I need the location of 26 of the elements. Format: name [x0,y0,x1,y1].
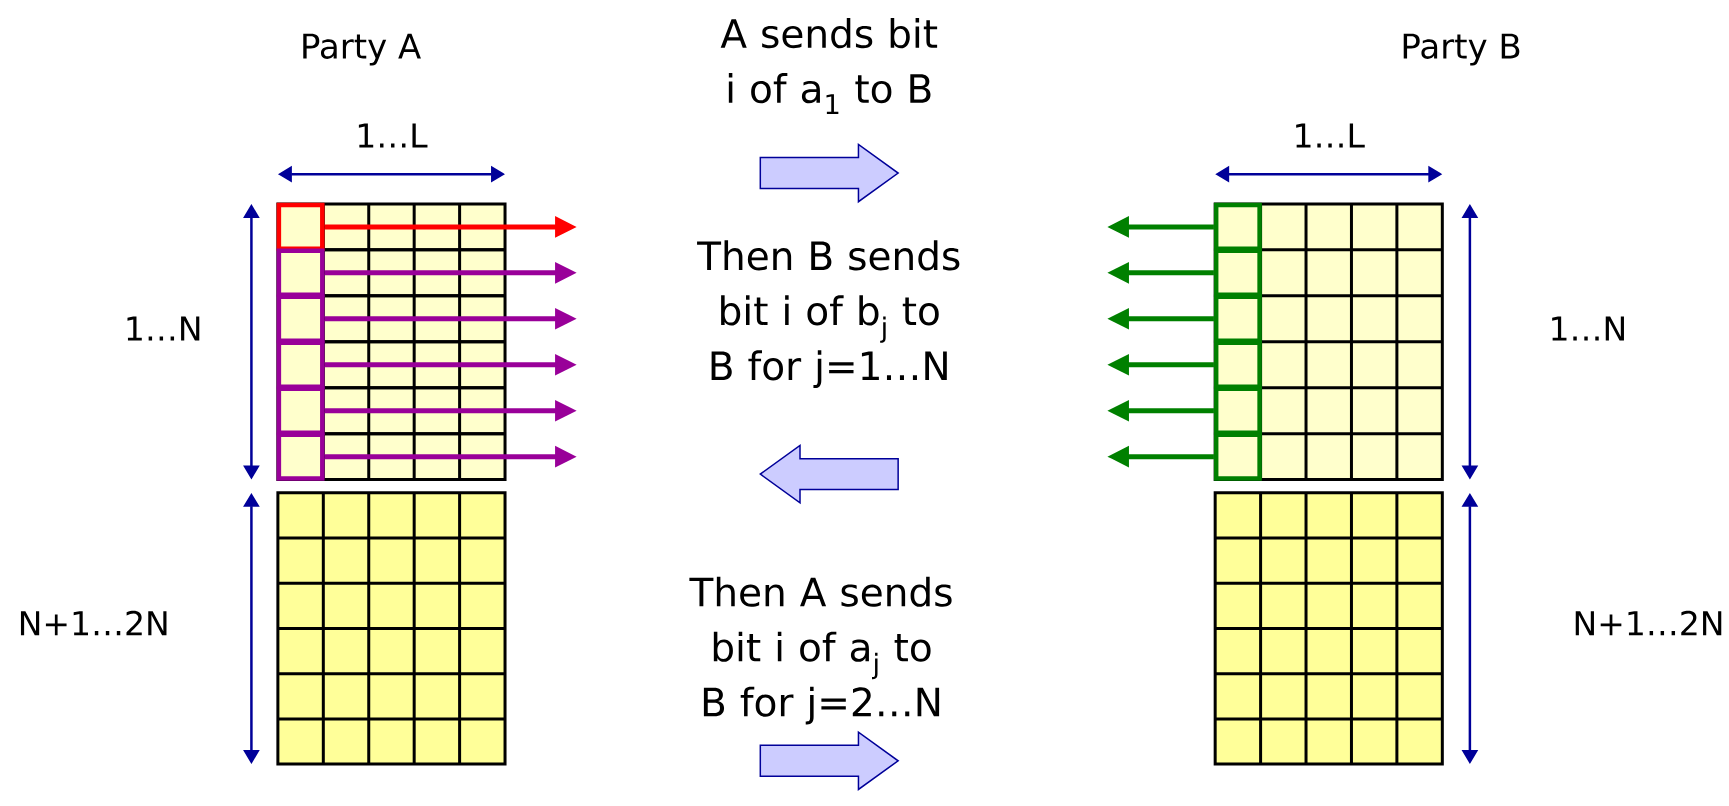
dimension-label: 1…N [1552,316,1624,341]
dimension-label: 1…L [358,123,428,148]
highlighted-cell [276,340,325,389]
dimension-label: 1…L [1296,123,1365,148]
message-text: Then B sends bit i of b$_{j}$ to B for j=1…N [697,240,960,389]
heading: Party B [1403,33,1520,66]
grid [1213,491,1444,766]
highlighted-cell [276,386,325,435]
grid [276,491,507,766]
highlighted-cell [276,432,325,481]
message-text: A sends bit i of a$_{1}$ to B [720,18,938,115]
dimension-label: N+1…2N [20,610,167,636]
highlighted-cell [1213,386,1262,435]
dimension-label: N+1…2N [1575,610,1722,636]
highlighted-cell [1213,432,1262,481]
highlighted-cell [276,248,325,298]
highlighted-cell [1213,294,1262,343]
grid [1213,202,1444,482]
dimension-label: 1…N [127,316,200,341]
heading: Party A [303,33,421,66]
highlighted-cell [1213,202,1262,252]
highlighted-cell [276,202,325,252]
highlighted-cell [1213,340,1262,389]
message-text: Then A sends bit i of a$_{j}$ to B for j=2…N [689,576,952,725]
highlighted-cell [1213,248,1262,298]
highlighted-cell [276,294,325,343]
